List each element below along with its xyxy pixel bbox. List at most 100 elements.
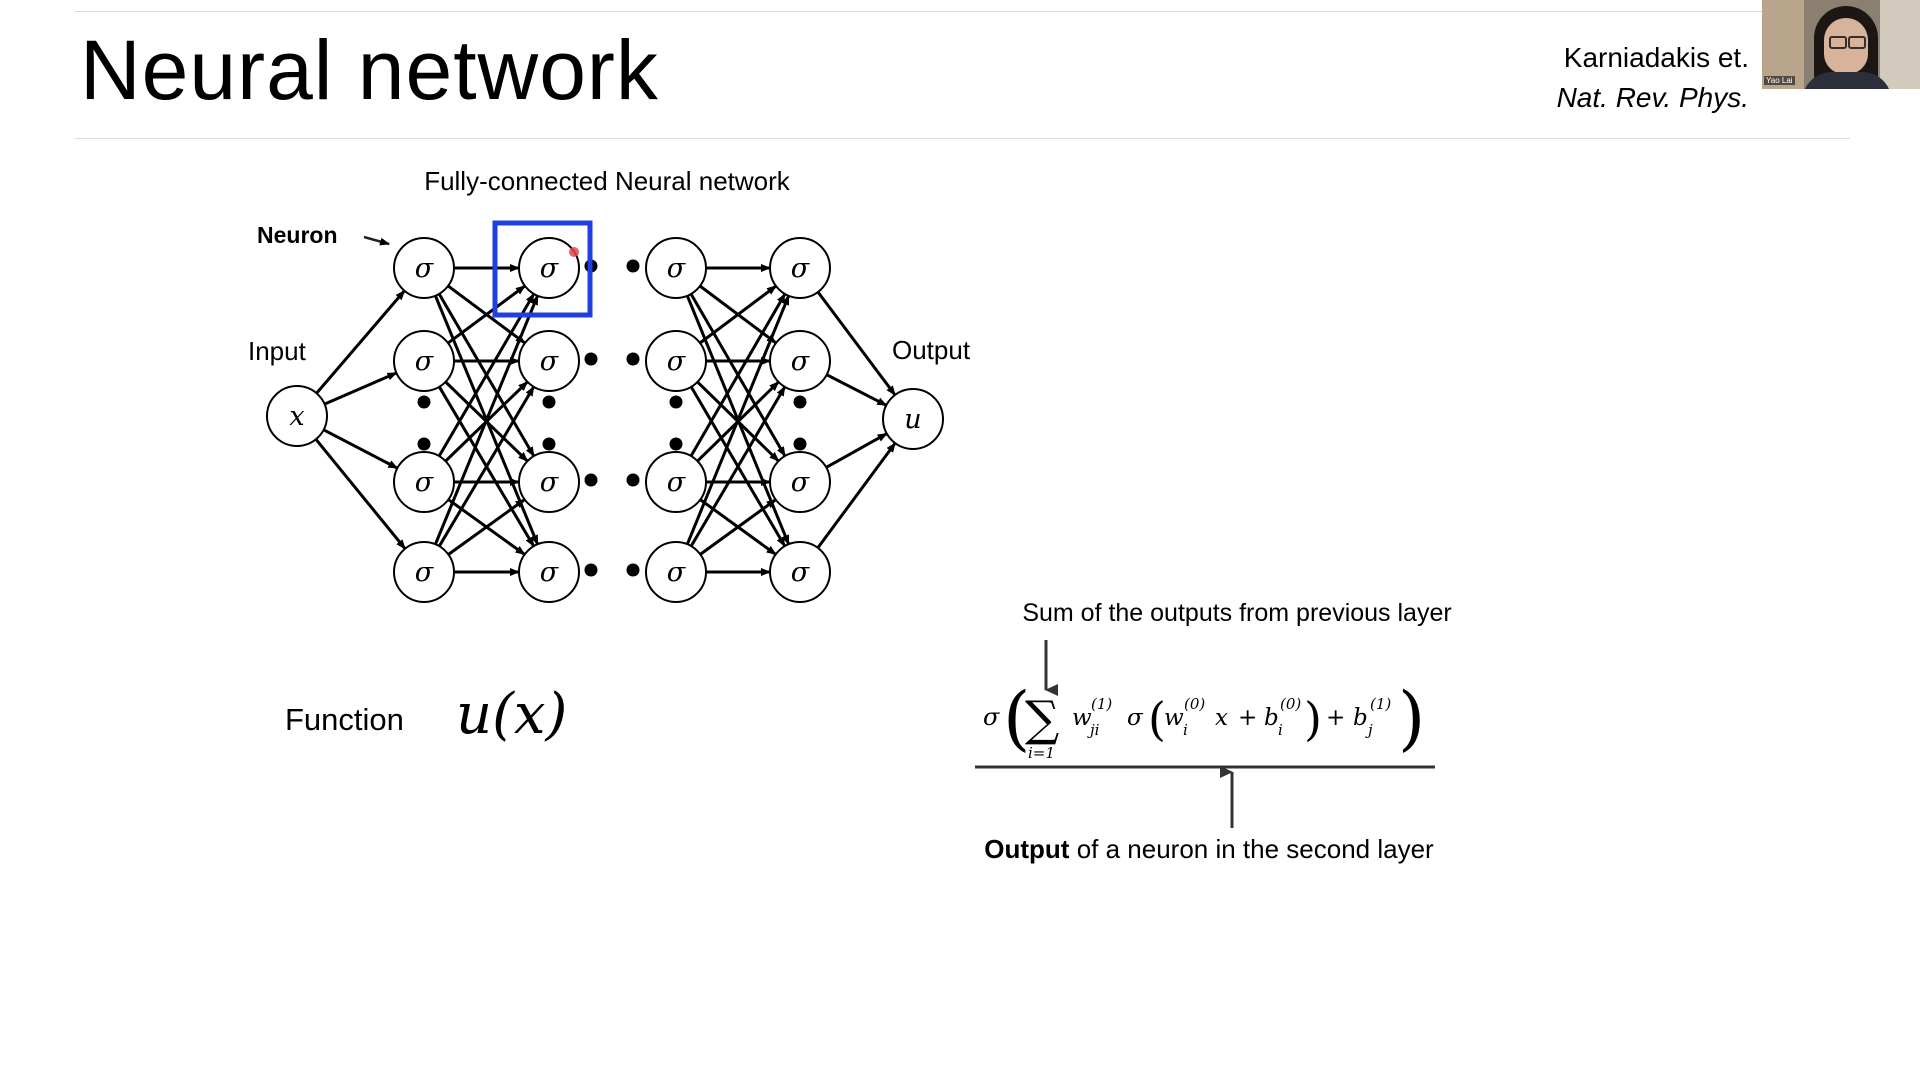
edge-l3-l4-2-0 xyxy=(689,293,787,457)
neuron-l1-r3-circle xyxy=(393,451,455,513)
edge-l4-to-output-2 xyxy=(825,432,888,469)
formula-inner-sigma: σ xyxy=(1127,705,1144,731)
neuron-l2-r3-symbol: σ xyxy=(540,467,560,498)
neuron-l1-r4-circle xyxy=(393,541,455,603)
webcam-background-left xyxy=(1762,0,1804,89)
neuron-l1-r3: σ xyxy=(393,451,455,513)
formula-b1-sup: (1) xyxy=(1370,695,1391,713)
edge-l3-l4-3-2 xyxy=(699,498,777,556)
neuron-l1-r3-symbol: σ xyxy=(415,467,435,498)
neuron-l1-r2-circle xyxy=(393,330,455,392)
webcam-person-shirt xyxy=(1802,72,1892,89)
vertical-dot-top-l3 xyxy=(669,395,683,409)
neuron-l3-r1-circle xyxy=(645,237,707,299)
formula-b0: b xyxy=(1264,705,1279,731)
citation-author: Karniadakis et. xyxy=(1557,38,1749,78)
edge-l1-l2-2-0 xyxy=(437,293,536,457)
input-node-symbol: x xyxy=(289,401,304,432)
neuron-l4-r2-circle xyxy=(769,330,831,392)
formula-b1: b xyxy=(1353,705,1368,731)
neuron-l3-r4-circle xyxy=(645,541,707,603)
formula-w1: w xyxy=(1072,705,1092,731)
layer-gap-dot-left-2 xyxy=(584,473,598,487)
highlighted-neuron-box xyxy=(492,220,593,318)
layer-gap-dot-left-1 xyxy=(584,352,598,366)
formula-summation-sign: ∑ xyxy=(1025,691,1059,747)
formula-w0-sub: i xyxy=(1183,721,1188,739)
ellipsis-dots xyxy=(417,259,807,577)
neuron-l2-r2-symbol: σ xyxy=(540,346,560,377)
neuron-l2-r4-circle xyxy=(518,541,580,603)
neuron-l2-r3: σ xyxy=(518,451,580,513)
neuron-l3-r4-symbol: σ xyxy=(667,557,687,588)
edge-input-to-l1-0 xyxy=(315,289,406,395)
layer-gap-dot-right-2 xyxy=(626,473,640,487)
output-node-symbol: u xyxy=(904,404,921,435)
neuron-l3-r3-symbol: σ xyxy=(667,467,687,498)
formula-w0: w xyxy=(1164,705,1184,731)
neuron-l4-r1-circle xyxy=(769,237,831,299)
neuron-l3-r2-circle xyxy=(645,330,707,392)
neuron-l1-r1: σ xyxy=(393,237,455,299)
neuron-l4-r2-symbol: σ xyxy=(791,346,811,377)
edge-l3-l4-3-0 xyxy=(685,294,791,545)
webcam-name-tag: Yao Lai xyxy=(1764,76,1795,85)
layer-gap-dot-right-0 xyxy=(626,259,640,273)
edge-l4-to-output-1 xyxy=(826,373,888,407)
diagram-heading: Fully-connected Neural network xyxy=(424,166,791,196)
edge-l3-l4-3-1 xyxy=(689,386,787,547)
edge-l1-l2-1-0 xyxy=(447,284,526,345)
formula-w0-sup: (0) xyxy=(1184,695,1205,713)
output-label: Output xyxy=(892,335,971,365)
formula-right-paren-inner: ) xyxy=(1304,692,1322,746)
edge-l1-l2-3-1 xyxy=(438,385,535,547)
formula-x: x xyxy=(1215,705,1228,731)
vertical-dot-top-l4 xyxy=(793,395,807,409)
layer-gap-dot-right-1 xyxy=(626,352,640,366)
formula-plus-1: + xyxy=(1238,705,1257,731)
neuron-l1-r4-symbol: σ xyxy=(415,557,435,588)
formula-expression: σ ( ∑ i=1 w (1) ji σ ( w (0) i x + b (0)… xyxy=(983,677,1425,762)
edge-l4-to-output-0 xyxy=(816,291,897,396)
neuron-l1-r1-circle xyxy=(393,237,455,299)
neuron-l4-r3-circle xyxy=(769,451,831,513)
formula-b0-sup: (0) xyxy=(1280,695,1301,713)
edge-l3-l4-1-0 xyxy=(699,284,777,345)
neuron-l2-r1: σ xyxy=(518,237,580,299)
neuron-l4-r2: σ xyxy=(769,330,831,392)
neuron-label: Neuron xyxy=(257,222,338,248)
neuron-l4-r1: σ xyxy=(769,237,831,299)
neuron-l3-r1-symbol: σ xyxy=(667,253,687,284)
citation-journal: Nat. Rev. Phys. xyxy=(1556,82,1749,113)
formula-caption-bottom-rest: of a neuron in the second layer xyxy=(1069,834,1434,864)
network-edges xyxy=(314,264,897,576)
neuron-l2-r2: σ xyxy=(518,330,580,392)
layer-gap-dot-left-3 xyxy=(584,563,598,577)
edge-input-to-l1-2 xyxy=(322,428,399,470)
input-label: Input xyxy=(248,336,307,366)
formula-w1-sub: ji xyxy=(1087,721,1100,739)
neuron-l1-r2: σ xyxy=(393,330,455,392)
function-label: Function xyxy=(285,702,404,737)
webcam-thumbnail[interactable]: Yao Lai xyxy=(1762,0,1920,89)
neuron-l4-r3: σ xyxy=(769,451,831,513)
neuron-l2-r3-circle xyxy=(518,451,580,513)
formula-b1-sub: j xyxy=(1365,721,1373,739)
neuron-l3-r1: σ xyxy=(645,237,707,299)
formula-caption-bottom-bold: Output xyxy=(984,834,1070,864)
webcam-glasses-right xyxy=(1848,36,1866,49)
citation-author-text: Karniadakis et. xyxy=(1563,42,1749,73)
edge-l1-l2-3-0 xyxy=(434,294,539,545)
input-node: x xyxy=(266,385,328,447)
neuron-l4-r4-circle xyxy=(769,541,831,603)
vertical-dot-bottom-l2 xyxy=(542,437,556,451)
neuron-l2-r2-circle xyxy=(518,330,580,392)
laser-pointer-dot xyxy=(569,247,579,257)
edge-input-to-l1-3 xyxy=(314,438,407,550)
input-node-circle xyxy=(266,385,328,447)
vertical-dot-bottom-l1 xyxy=(417,437,431,451)
citation: Karniadakis et. Nat. Rev. Phys. xyxy=(1557,38,1749,118)
layer-gap-dot-right-3 xyxy=(626,563,640,577)
neuron-l3-r4: σ xyxy=(645,541,707,603)
